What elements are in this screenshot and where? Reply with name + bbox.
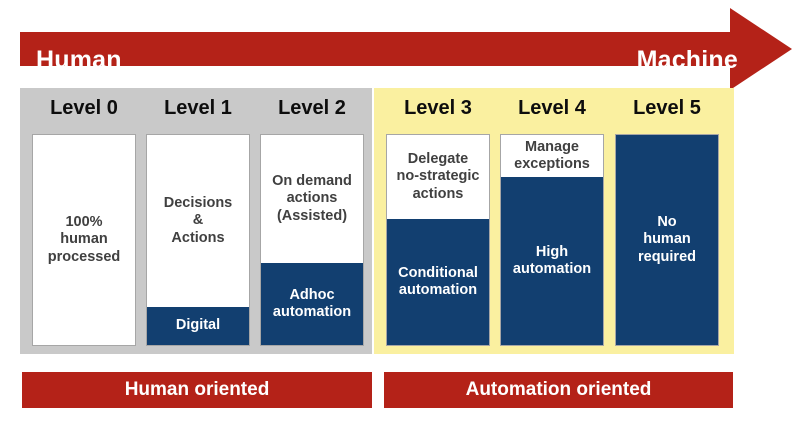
- level-box-1: Decisions&Actions Digital: [146, 134, 250, 346]
- level-1-segment-white: Decisions&Actions: [147, 135, 249, 307]
- level-title-0: Level 0: [50, 97, 118, 119]
- level-1-segment-blue: Digital: [147, 307, 249, 345]
- level-title-3: Level 3: [404, 97, 472, 119]
- human-to-machine-arrow: Human Machine: [0, 8, 800, 90]
- level-title-1: Level 1: [164, 97, 232, 119]
- level-title-4: Level 4: [518, 97, 586, 119]
- level-title-5: Level 5: [633, 97, 701, 119]
- right-arrow-icon: [20, 8, 792, 90]
- arrow-label-human: Human: [36, 46, 122, 74]
- arrow-label-machine: Machine: [636, 46, 738, 74]
- level-column-1[interactable]: Level 1 Decisions&Actions Digital: [146, 88, 250, 354]
- banner-automation-oriented: Automation oriented: [384, 372, 733, 408]
- banner-human-oriented: Human oriented: [22, 372, 372, 408]
- level-title-2: Level 2: [278, 97, 346, 119]
